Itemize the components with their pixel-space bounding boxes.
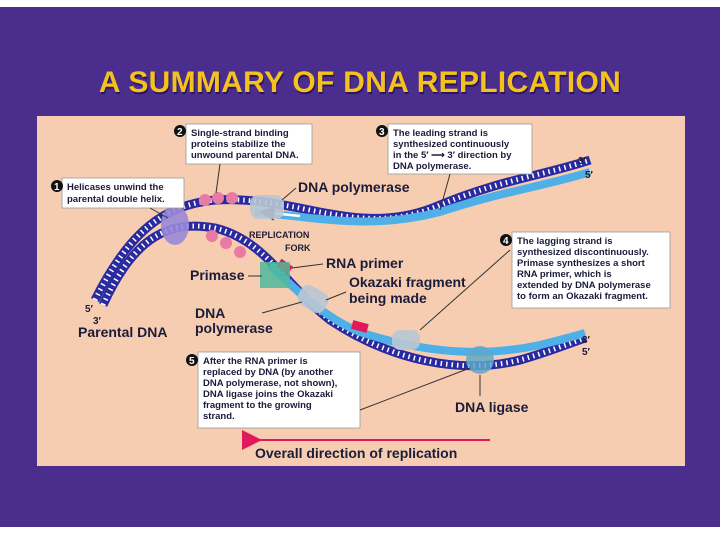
note-5-line4: DNA ligase joins the Okazaki (203, 389, 333, 400)
label-okazaki-line1: Okazaki fragment (349, 274, 466, 290)
end-label-bottom-3: 3′ (582, 335, 591, 346)
note-3-line2: synthesized continuously (393, 139, 510, 150)
note-2-line3: unwound parental DNA. (191, 150, 299, 161)
pointer-okazaki (326, 292, 346, 300)
dna-ligase-enzyme (466, 346, 494, 374)
note-3: 3 The leading strand is synthesized cont… (376, 124, 532, 174)
note-2-line1: Single-strand binding (191, 128, 289, 139)
note-3-line4: DNA polymerase. (393, 161, 471, 172)
note-2-number: 2 (177, 127, 183, 138)
note-5-line1: After the RNA primer is (203, 356, 308, 367)
note-1-line1: Helicases unwind the (67, 182, 164, 193)
end-label-bottom-5: 5′ (582, 347, 591, 358)
note-4-line1: The lagging strand is (517, 236, 613, 247)
note-4-line2: synthesized discontinuously. (517, 247, 649, 258)
note-4-number: 4 (503, 236, 509, 247)
note-1: 1 Helicases unwind the parental double h… (51, 178, 184, 208)
note-5-number: 5 (189, 356, 195, 367)
note-5-line5: fragment to the growing (203, 400, 312, 411)
pointer-note-2 (216, 164, 220, 193)
note-4-line5: extended by DNA polymerase (517, 280, 651, 291)
pointer-rna-primer (292, 264, 323, 268)
note-1-line2: parental double helix. (67, 194, 165, 205)
dna-polymerase-lagging-2 (392, 330, 420, 350)
label-dna-ligase: DNA ligase (455, 399, 529, 415)
note-5: 5 After the RNA primer is replaced by DN… (186, 352, 360, 428)
note-3-line3: in the 5′ ⟶ 3′ direction by (393, 150, 512, 161)
label-primase: Primase (190, 267, 245, 283)
pointer-note-4 (420, 250, 510, 330)
dna-polymerase-leading (250, 195, 284, 219)
label-overall-direction: Overall direction of replication (255, 445, 457, 461)
note-3-line1: The leading strand is (393, 128, 488, 139)
label-replication: REPLICATION (249, 230, 309, 240)
label-okazaki-line2: being made (349, 290, 427, 306)
label-dna-polymerase-bottom-line2: polymerase (195, 320, 273, 336)
note-1-number: 1 (54, 182, 60, 193)
label-rna-primer: RNA primer (326, 255, 404, 271)
note-5-line2: replaced by DNA (by another (203, 367, 333, 378)
note-2-line2: proteins stabilize the (191, 139, 286, 150)
note-5-line6: strand. (203, 411, 235, 422)
pointer-dna-polymerase-top (282, 188, 296, 200)
label-dna-polymerase-bottom-line1: DNA (195, 305, 225, 321)
primase-enzyme (260, 262, 290, 288)
pointer-dna-polymerase-bottom (262, 302, 302, 313)
note-4-line3: Primase synthesizes a short (517, 258, 646, 269)
end-label-left-5: 5′ (85, 304, 94, 315)
note-4-line4: RNA primer, which is (517, 269, 612, 280)
label-fork: FORK (285, 243, 311, 253)
helicase (161, 205, 189, 245)
label-dna-polymerase-top: DNA polymerase (298, 179, 410, 195)
pointer-note-5 (360, 368, 470, 410)
end-label-top-5: 5′ (585, 170, 594, 181)
end-label-top-3: 3′ (578, 156, 587, 167)
note-4-line6: to form an Okazaki fragment. (517, 291, 648, 302)
note-5-line3: DNA polymerase, not shown), (203, 378, 337, 389)
note-4: 4 The lagging strand is synthesized disc… (500, 232, 670, 308)
note-3-number: 3 (379, 127, 385, 138)
note-2: 2 Single-strand binding proteins stabili… (174, 124, 312, 164)
label-parental-dna: Parental DNA (78, 324, 167, 340)
